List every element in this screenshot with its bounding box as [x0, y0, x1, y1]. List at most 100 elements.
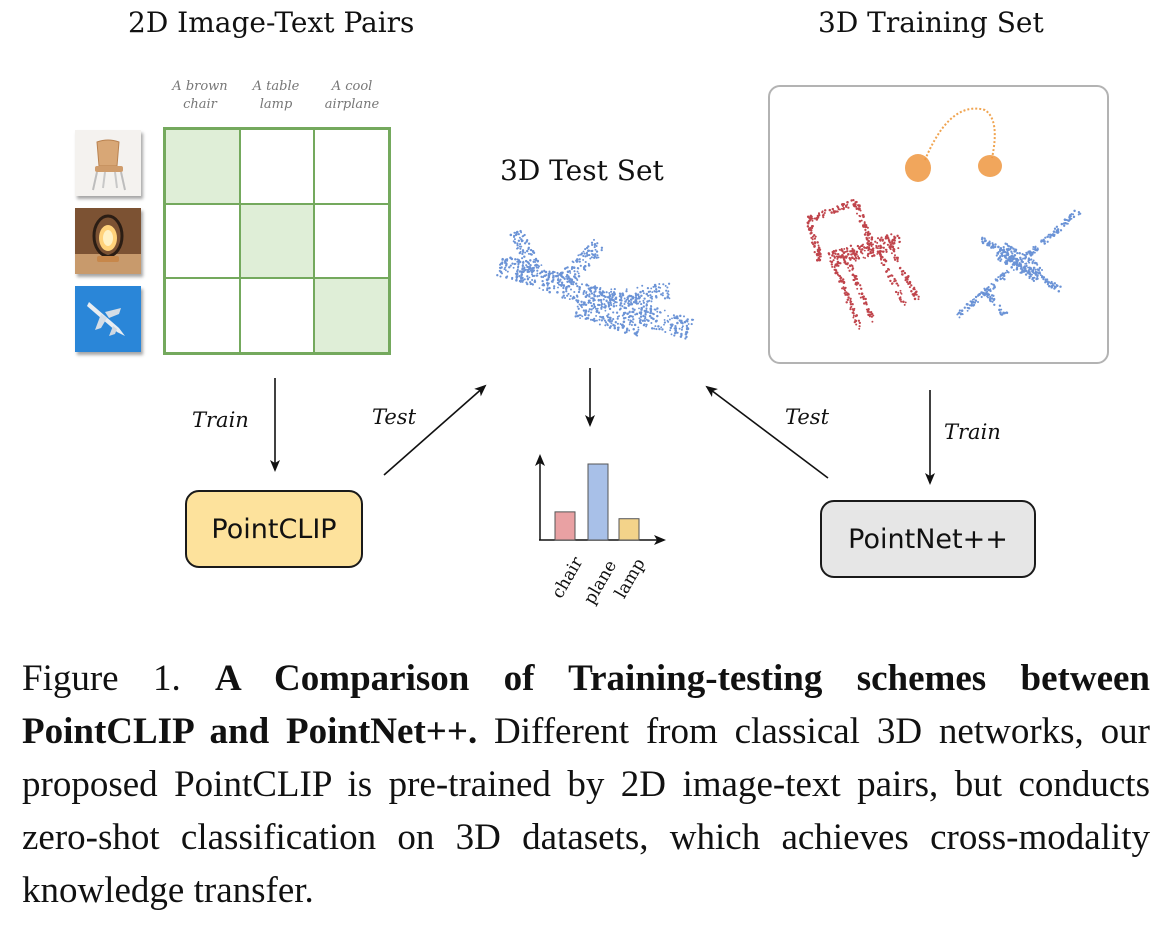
point — [833, 265, 836, 269]
point — [612, 311, 615, 314]
point — [563, 296, 567, 299]
point — [673, 334, 676, 337]
point — [606, 323, 609, 326]
point — [644, 313, 647, 316]
point — [532, 250, 535, 254]
point — [666, 286, 669, 289]
point — [659, 286, 662, 289]
point — [610, 320, 613, 322]
lamp-thumbnail — [75, 208, 141, 274]
point — [1022, 257, 1025, 260]
point — [521, 261, 525, 265]
point — [997, 252, 1000, 255]
point — [1027, 266, 1029, 269]
point — [863, 223, 867, 226]
point — [526, 265, 529, 269]
point — [623, 302, 626, 306]
point — [538, 272, 542, 275]
point — [887, 268, 891, 271]
point — [521, 235, 524, 238]
point — [811, 225, 814, 228]
point — [842, 202, 846, 206]
point — [647, 319, 650, 322]
point — [1032, 245, 1035, 249]
point — [1056, 229, 1059, 232]
point — [600, 304, 603, 306]
point — [504, 269, 507, 272]
point — [973, 298, 976, 300]
point — [562, 294, 565, 297]
point — [996, 278, 999, 281]
caption-prefix: Figure 1. — [22, 658, 216, 699]
point — [631, 315, 634, 318]
point — [680, 334, 683, 337]
point — [517, 263, 520, 266]
point — [553, 285, 556, 288]
point — [839, 262, 842, 265]
point — [503, 261, 506, 264]
column-label-lamp-line2: lamp — [259, 97, 293, 112]
point — [577, 307, 580, 310]
point — [885, 250, 888, 253]
point — [664, 284, 667, 287]
column-label-chair-line1: A brown — [172, 79, 228, 94]
point — [831, 260, 834, 263]
point — [1059, 229, 1063, 232]
point — [1023, 265, 1027, 268]
point — [630, 323, 633, 327]
point — [858, 321, 861, 325]
point — [542, 284, 546, 287]
point — [582, 258, 585, 261]
point — [876, 241, 879, 244]
point — [859, 284, 862, 287]
point — [614, 300, 617, 304]
point — [1037, 268, 1040, 271]
point — [536, 272, 539, 275]
point — [828, 208, 832, 212]
point — [1000, 252, 1003, 255]
point — [590, 292, 594, 295]
point — [837, 256, 840, 259]
point — [665, 289, 668, 292]
point — [1000, 313, 1004, 316]
point — [642, 299, 645, 302]
point — [849, 303, 853, 306]
point — [596, 242, 599, 245]
point — [841, 278, 845, 281]
point — [505, 262, 508, 266]
point — [517, 266, 519, 269]
point — [516, 244, 519, 247]
diagram-overlay — [270, 107, 1082, 545]
point — [529, 267, 531, 270]
point — [511, 262, 514, 265]
point — [608, 320, 611, 323]
point — [632, 328, 635, 331]
point — [896, 257, 899, 261]
point — [521, 252, 524, 256]
point — [854, 281, 858, 285]
point — [605, 299, 608, 302]
point — [645, 309, 648, 312]
point — [597, 303, 600, 307]
point — [575, 312, 578, 315]
point — [913, 292, 916, 295]
point — [983, 237, 986, 240]
point — [650, 322, 653, 324]
point — [562, 290, 565, 294]
point — [582, 309, 586, 312]
point — [630, 301, 632, 304]
point — [1043, 242, 1046, 245]
point — [638, 307, 640, 310]
point — [518, 236, 521, 239]
point — [529, 248, 533, 252]
point — [520, 274, 523, 277]
point — [1064, 218, 1067, 221]
point — [850, 199, 853, 202]
point — [643, 324, 646, 327]
point — [612, 304, 616, 308]
point — [635, 331, 638, 334]
point — [636, 286, 639, 289]
point — [681, 326, 684, 329]
point — [877, 245, 880, 248]
point — [627, 302, 630, 305]
